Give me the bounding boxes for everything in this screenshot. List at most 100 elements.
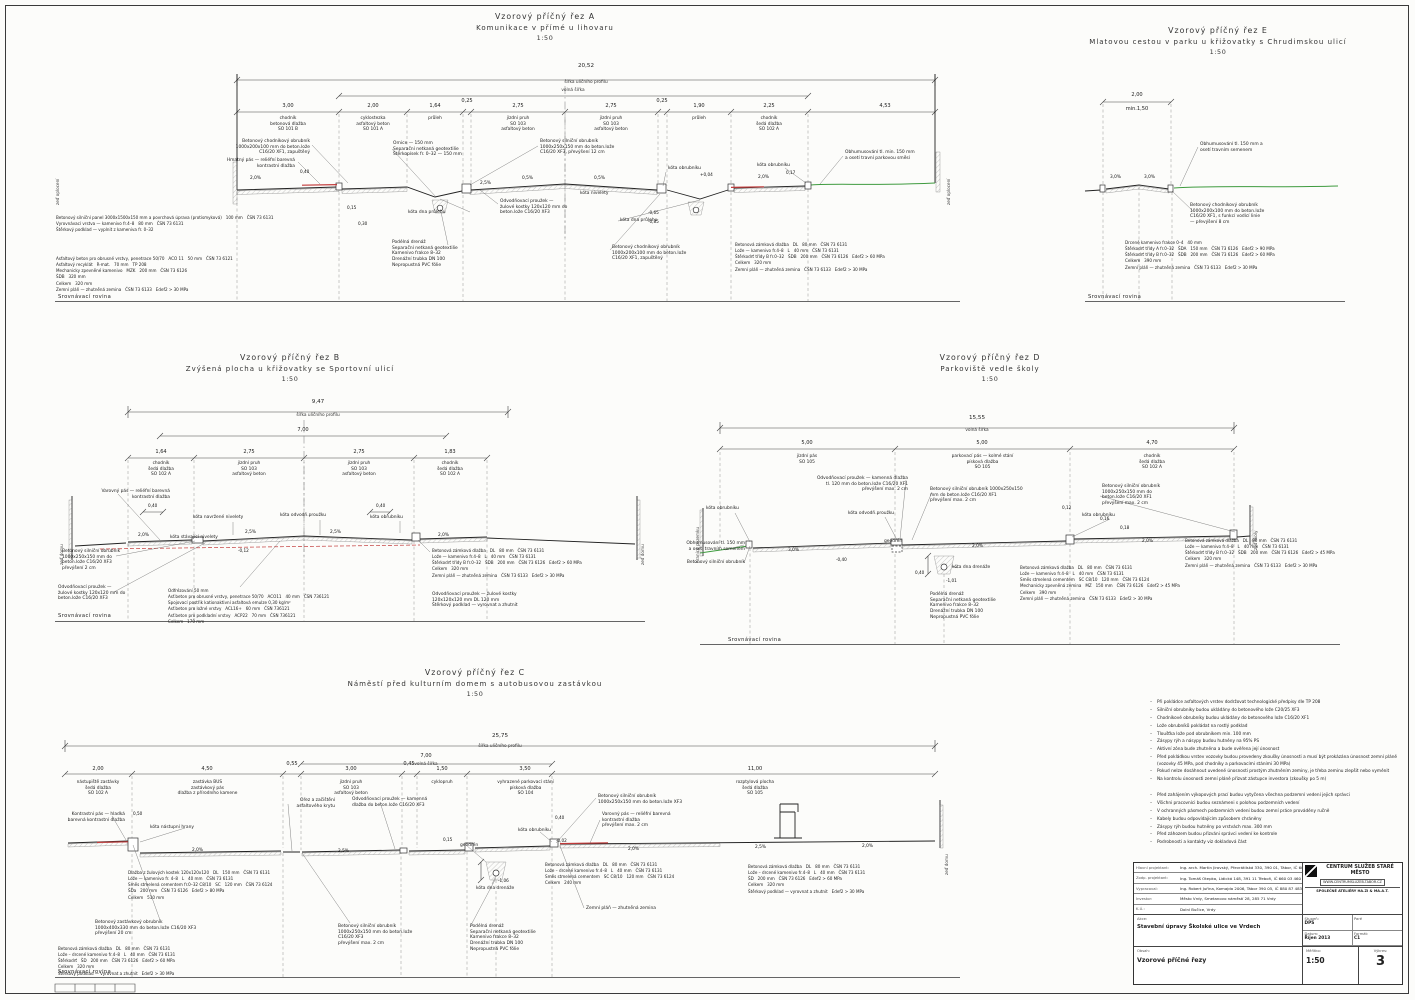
dim-seg: 2,25 bbox=[763, 103, 775, 109]
titleblock-row: Hlavní projektant: Ing. arch. Martin Jir… bbox=[1134, 863, 1302, 874]
datum-label: Srovnávací rovina bbox=[1088, 294, 1142, 300]
dim-free-label: volná šířka bbox=[965, 428, 989, 433]
obsah-value: Vzorové příčné řezy bbox=[1137, 957, 1207, 964]
slope-label: 2,0% bbox=[758, 175, 769, 180]
vykres-value: 3 bbox=[1375, 954, 1386, 969]
dim-seg: 5,00 bbox=[976, 440, 988, 446]
lane-label: vyhrazené parkovací stání písková dlažba… bbox=[497, 780, 554, 797]
slope-label: 2,0% bbox=[972, 544, 983, 549]
layer-table: Dlažba z žulových kostek 120x120x120 DL … bbox=[128, 870, 273, 900]
lane-label: chodník šedá dlažba SO 102 A bbox=[1139, 454, 1165, 471]
wall-label: zeď školy bbox=[1253, 530, 1258, 550]
annotation-curb: Betonový silniční obrubník 1000x250x150 … bbox=[930, 487, 1023, 504]
annotation-curb: Betonový silniční obrubník 1000x250x150 … bbox=[598, 794, 683, 805]
note-item: Zásypy rýh a násypy budou hutněny na 95%… bbox=[1150, 739, 1402, 746]
note-item: Kabely budou odpovídajícím způsobem chrá… bbox=[1150, 817, 1402, 824]
row-label: Investor: bbox=[1136, 896, 1153, 901]
dim-seg: 1,83 bbox=[444, 449, 456, 455]
slope-label: 2,5% bbox=[338, 849, 349, 854]
dim-seg: 5,00 bbox=[801, 440, 813, 446]
kota-obrubniku: kóta obrubníku bbox=[706, 506, 739, 511]
note-item: Na kontrolu únosnosti zemní pláně přizva… bbox=[1150, 777, 1402, 784]
level-value: 0,40 bbox=[555, 815, 565, 820]
dim-total: 9,47 bbox=[311, 399, 325, 405]
note-item: Podrobnosti a kontakty viz dokladová čás… bbox=[1150, 840, 1402, 847]
slope-label: 2,0% bbox=[862, 844, 873, 849]
lane-label: jízdní pás SO 105 bbox=[796, 454, 818, 465]
section-c-lines bbox=[54, 740, 960, 993]
row-value: Ing. arch. Martin Jirovský, Převrátilská… bbox=[1180, 865, 1302, 871]
layer-table: Asfaltový beton pro obrusné vrstvy, pene… bbox=[56, 256, 233, 292]
annotation-orez: Ořez a začištění asfaltového krytu bbox=[296, 798, 335, 809]
annotation-odvod: Odvodňovací proužek — žulové kostky 120x… bbox=[500, 199, 568, 216]
level-value: -0,85 bbox=[648, 219, 659, 224]
annotation-varovny: Varovný pás — reliéfní barevná kontrastn… bbox=[602, 812, 671, 829]
dim-seg: 3,50 bbox=[519, 766, 531, 772]
dim-seg: 4,53 bbox=[879, 103, 891, 109]
general-notes-group-2: Před zahájením výkopových prací budou vy… bbox=[1150, 793, 1402, 848]
section-scale: 1:50 bbox=[466, 690, 484, 698]
section-a-title: Vzorový příčný řez A Komunikace v přímé … bbox=[365, 12, 725, 42]
pare-cell: Paré bbox=[1352, 915, 1402, 931]
lane-label: jízdní pruh SO 103 asfaltový beton bbox=[501, 116, 535, 133]
drainage-list: Podélná drenáž Separační netkaná geotext… bbox=[930, 592, 996, 620]
format-value: C1 bbox=[1354, 936, 1361, 941]
kota-odvod: kóta odvodň.proužku bbox=[280, 513, 327, 518]
general-notes-group-1: Při pokládce asfaltových vrstev dodržova… bbox=[1150, 700, 1402, 785]
level-value: -1,06 bbox=[498, 878, 509, 883]
section-c-title: Vzorový příčný řez C Náměstí před kultur… bbox=[295, 668, 655, 698]
kota-navrzene: kóta navržené nivelety bbox=[193, 515, 244, 520]
meritko-label: Měřítko: bbox=[1306, 949, 1321, 953]
titleblock-row: K.Ú.: Dolní Bučice, Vrdy bbox=[1134, 905, 1302, 914]
title-block: Hlavní projektant: Ing. arch. Martin Jir… bbox=[1133, 862, 1403, 985]
wall-label: hranice pozemku bbox=[695, 527, 700, 563]
row-value: Město Vrdy, Smetanovo náměstí 28, 285 71… bbox=[1180, 896, 1276, 902]
level-value: +0,04 bbox=[700, 172, 713, 177]
dim-seg: 0,55 bbox=[286, 761, 298, 767]
annotation-zastavkovy-obrubnik: Betonový zastávkový obrubník 1000x400x33… bbox=[95, 920, 197, 937]
vykres-label: Výkres: bbox=[1373, 949, 1388, 953]
dim-seg: 2,00 bbox=[92, 766, 104, 772]
datum-label: Datum: bbox=[1304, 932, 1319, 936]
level-value: 0,16 bbox=[1100, 516, 1110, 521]
level-value: 0,15 bbox=[443, 837, 453, 842]
dim-seg: 0,25 bbox=[461, 98, 473, 104]
wall-label: zeď oplocení bbox=[55, 178, 60, 205]
wall-label: zeď domu bbox=[944, 854, 949, 875]
dim-seg: 1,90 bbox=[693, 103, 705, 109]
dim-free-label: volná šířka bbox=[414, 762, 438, 767]
kota-nivelety: kóta nivelety bbox=[580, 191, 609, 196]
format-label: Formát: bbox=[1354, 932, 1369, 936]
drainage-list: Podélná drenáž Separační netkaná geotext… bbox=[392, 240, 458, 268]
lane-label: nástupiště zastávky šedá dlažba SO 102 A bbox=[76, 780, 120, 797]
level-value: 0,15 bbox=[347, 205, 357, 210]
note-item: Všichni pracovníci budou seznámeni s pol… bbox=[1150, 801, 1402, 808]
section-subtitle: Komunikace v přímé u lihovaru bbox=[476, 23, 614, 32]
section-b-lines bbox=[55, 406, 645, 622]
note-item: Lože obrubníků pokládat na rostlý podkla… bbox=[1150, 724, 1402, 731]
annotation-tactile: Hmatný pás — reliéfní barevná kontrastní… bbox=[226, 158, 295, 169]
note-item: Aktivní zóna bude zhutněna a bude ověřen… bbox=[1150, 747, 1402, 754]
lane-label: cyklopruh bbox=[431, 780, 453, 785]
lane-label: jízdní pruh SO 103 asfaltový beton bbox=[342, 461, 376, 478]
stupen-label: Stupeň: bbox=[1304, 916, 1319, 921]
kota-dna-pruleh: kóta dna průlehu bbox=[408, 210, 446, 215]
dim-seg: 0,45 bbox=[403, 761, 415, 767]
section-e-lines bbox=[1084, 98, 1345, 302]
layer-table: Betonová zámková dlažba DL 80 mm ČSN 73 … bbox=[735, 242, 885, 272]
level-value: 0,30 bbox=[358, 221, 368, 226]
slope-label: 3,0% bbox=[1144, 175, 1155, 180]
note-item: Před pokládkou vrstev vozovky budou prov… bbox=[1150, 755, 1402, 768]
row-label: Vypracoval: bbox=[1136, 886, 1158, 891]
lane-label: průleh bbox=[692, 116, 706, 121]
annotation-curb-left: Betonový chodníkový obrubník 1000x200x10… bbox=[235, 139, 310, 156]
level-value: -0,40 bbox=[836, 557, 847, 562]
section-title: Vzorový příčný řez D bbox=[939, 353, 1041, 362]
level-value: 0,18 bbox=[1120, 525, 1130, 530]
slope-label: 2,5% bbox=[330, 530, 341, 535]
annotation-curb-road: Betonový silniční obrubník 1000x250x150 … bbox=[540, 139, 615, 156]
company-logo-icon bbox=[1305, 865, 1317, 877]
kota-nastupni-hrany: kóta nástupní hrany bbox=[150, 825, 194, 830]
section-title: Vzorový příčný řez C bbox=[424, 668, 526, 677]
